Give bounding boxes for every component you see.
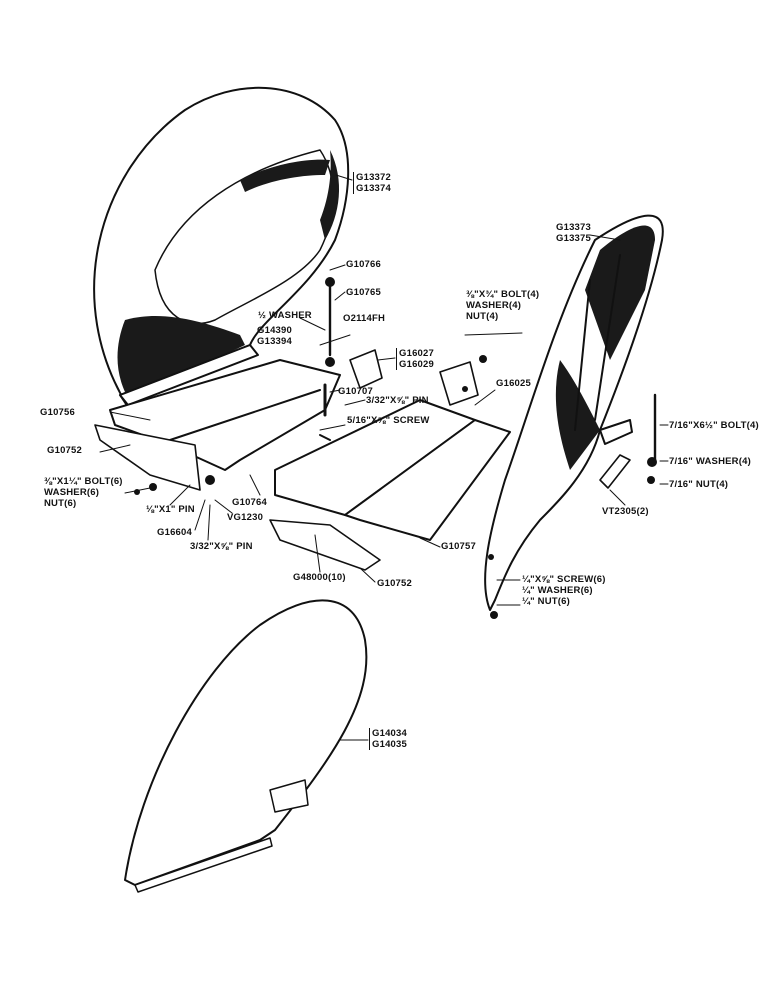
label-g14390: G14390 (257, 325, 293, 336)
leader-lines (99, 174, 669, 741)
label-pin-1-8: ⅛"X1" PIN (146, 504, 195, 515)
label-pin-3-32-b: 3/32"X⅝" PIN (190, 541, 253, 552)
label-vg1230: VG1230 (227, 512, 264, 523)
label-g14035: G14035 (369, 739, 407, 750)
support-bar (94, 424, 381, 571)
label-g10756: G10756 (40, 407, 76, 418)
label-nut-6-left: NUT(6) (44, 498, 77, 509)
label-g13374: G13374 (353, 183, 391, 194)
label-g13372: G13372 (353, 172, 391, 183)
label-washer-6-left: WASHER(6) (44, 487, 100, 498)
label-g13394: G13394 (257, 336, 293, 347)
label-g14034: G14034 (369, 728, 407, 739)
label-washer-4: WASHER(4) (466, 300, 522, 311)
label-bolt-4-text: ⅜"X¾" BOLT(4) (466, 289, 540, 300)
label-screw-6-group: ¼"X⅝" SCREW(6)¼" WASHER(6)¼" NUT(6) (522, 574, 606, 607)
label-g13375: G13375 (556, 233, 592, 244)
center-floor-plate (274, 399, 511, 541)
right-fender (484, 214, 664, 611)
label-pin-3-32: 3/32"X⅝" PIN (366, 395, 429, 406)
label-nut-6-right: ¼" NUT(6) (522, 596, 571, 607)
label-bolt-4: ⅜"X¾" BOLT(4)WASHER(4)NUT(4) (466, 289, 539, 322)
label-bolt-7-16: 7/16"X6½" BOLT(4) (669, 420, 759, 431)
bracket-g16027 (349, 349, 479, 406)
label-screw-5-16: 5/16"X⅝" SCREW (347, 415, 430, 426)
label-g10766: G10766 (346, 259, 382, 270)
label-g10752-left: G10752 (47, 445, 83, 456)
label-bolt-6-left-text: ⅜"X1¼" BOLT(6) (44, 476, 123, 487)
label-g16027: G16027 (396, 348, 434, 359)
label-nut-7-16: 7/16" NUT(4) (669, 479, 729, 490)
label-nut-4: NUT(4) (466, 311, 499, 322)
strap-vt2305 (599, 454, 631, 489)
label-vt2305: VT2305(2) (602, 506, 649, 517)
label-g16604: G16604 (157, 527, 193, 538)
label-g48000: G48000(10) (293, 572, 346, 583)
label-g10707: G10707 (338, 386, 374, 397)
fasteners (134, 277, 657, 619)
label-g10752-bottom: G10752 (377, 578, 413, 589)
left-fender (93, 86, 350, 411)
label-washer-half: ½ WASHER (258, 310, 312, 321)
lower-fender (124, 599, 368, 893)
label-o2114fh: O2114FH (343, 313, 386, 324)
label-g16025: G16025 (496, 378, 532, 389)
label-bolt-6-left: ⅜"X1¼" BOLT(6)WASHER(6)NUT(6) (44, 476, 123, 509)
label-washer-7-16: 7/16" WASHER(4) (669, 456, 751, 467)
label-g10765: G10765 (346, 287, 382, 298)
label-screw-6: ¼"X⅝" SCREW(6) (522, 574, 606, 585)
label-g16029: G16029 (396, 359, 434, 370)
label-g10764: G10764 (232, 497, 268, 508)
label-washer-6-right: ¼" WASHER(6) (522, 585, 593, 596)
label-g13373: G13373 (556, 222, 592, 233)
label-g10757: G10757 (441, 541, 477, 552)
